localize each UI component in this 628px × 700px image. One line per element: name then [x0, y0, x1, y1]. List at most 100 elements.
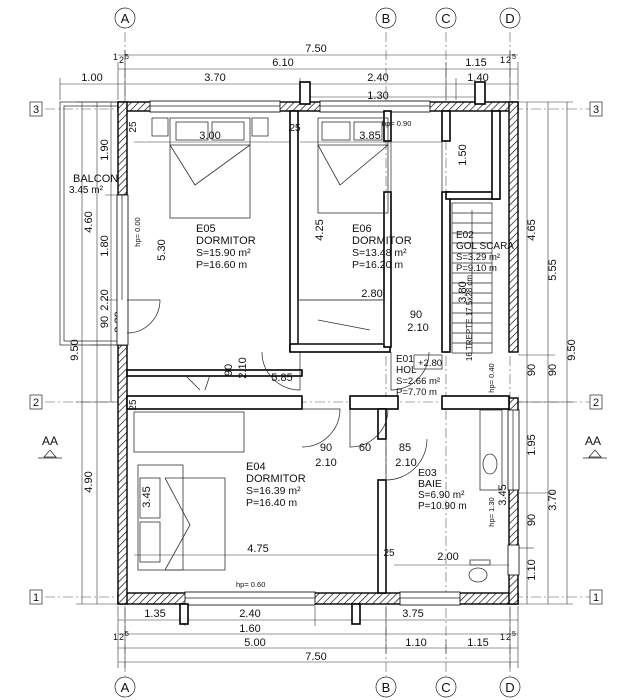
svg-text:1.10: 1.10 — [526, 559, 538, 580]
room-labels: E05 DORMITOR S=15.90 m² P=16.60 m E06 DO… — [196, 223, 514, 512]
axis-marker-c-top: C — [435, 7, 457, 29]
svg-text:hp= 0.00: hp= 0.00 — [133, 217, 142, 246]
svg-text:2.40: 2.40 — [367, 72, 388, 84]
svg-text:2.10: 2.10 — [407, 322, 428, 334]
svg-text:1.00: 1.00 — [81, 72, 102, 84]
svg-text:E06: E06 — [352, 223, 372, 235]
svg-text:25: 25 — [128, 121, 139, 133]
svg-text:3.75: 3.75 — [402, 608, 423, 620]
room-e05: E05 DORMITOR S=15.90 m² P=16.60 m — [196, 223, 256, 271]
axis-marker-3-left: 3 — [29, 101, 43, 117]
svg-text:90: 90 — [526, 514, 538, 526]
svg-text:hp= 1.30: hp= 1.30 — [487, 497, 496, 526]
dimensions-top: 7.50 6.10 1.15 1.00 3.70 2.40 1.40 1.30 … — [59, 43, 519, 102]
svg-text:GOL SCARA: GOL SCARA — [456, 241, 514, 252]
svg-text:S=16.39 m²: S=16.39 m² — [246, 485, 301, 497]
svg-text:2: 2 — [119, 632, 124, 642]
svg-text:E03: E03 — [418, 467, 437, 479]
axis-marker-c-bottom: C — [435, 676, 457, 698]
axis-marker-b-top: B — [375, 7, 397, 29]
svg-text:E02: E02 — [456, 230, 474, 241]
svg-text:2.10: 2.10 — [315, 457, 336, 469]
axis-marker-d-bottom: D — [499, 676, 521, 698]
svg-text:P=9.10 m: P=9.10 m — [456, 263, 497, 274]
svg-text:25: 25 — [128, 399, 139, 411]
svg-text:2.10: 2.10 — [237, 357, 249, 378]
svg-text:1: 1 — [113, 632, 118, 642]
svg-text:P=7.70 m: P=7.70 m — [396, 387, 437, 398]
svg-text:2.10: 2.10 — [395, 457, 416, 469]
svg-text:AA: AA — [42, 434, 58, 448]
svg-text:5.85: 5.85 — [271, 372, 292, 384]
svg-text:S=15.90 m²: S=15.90 m² — [196, 247, 251, 259]
interior-dimensions: 3.00 3.85 5.30 4.25 2.80 1.50 3.80 90 2.… — [128, 121, 509, 566]
dimensions-right: 9.50 5.55 3.70 4.65 90 1.95 90 1.10 90 3… — [497, 101, 578, 605]
svg-text:2.20: 2.20 — [99, 289, 111, 310]
axis-marker-2-right: 2 — [589, 394, 603, 410]
svg-text:5.55: 5.55 — [547, 259, 559, 280]
furniture — [133, 117, 503, 583]
stairs: 16 TREPTE 17.5x28 cm — [451, 202, 493, 361]
svg-text:1: 1 — [593, 592, 599, 604]
svg-text:5: 5 — [512, 54, 516, 61]
svg-text:E05: E05 — [196, 223, 216, 235]
svg-text:85: 85 — [399, 442, 411, 454]
svg-text:6.10: 6.10 — [272, 57, 293, 69]
svg-text:60: 60 — [359, 442, 371, 454]
svg-text:3.45 m²: 3.45 m² — [69, 185, 104, 196]
svg-text:P=16.40 m: P=16.40 m — [246, 497, 297, 509]
svg-text:1: 1 — [33, 592, 39, 604]
svg-text:1.15: 1.15 — [467, 637, 488, 649]
svg-text:DORMITOR: DORMITOR — [352, 235, 412, 247]
svg-text:C: C — [441, 11, 450, 26]
svg-text:2.00: 2.00 — [437, 551, 458, 563]
svg-text:4.25: 4.25 — [314, 219, 326, 240]
svg-text:+2.80: +2.80 — [418, 358, 442, 369]
svg-text:1.15: 1.15 — [465, 57, 486, 69]
room-e02: E02 GOL SCARA S=3.29 m² P=9.10 m — [456, 230, 514, 274]
axis-marker-3-right: 3 — [589, 101, 603, 117]
interior-walls — [126, 110, 510, 594]
svg-text:3.70: 3.70 — [204, 72, 225, 84]
svg-text:4.90: 4.90 — [83, 471, 95, 492]
svg-text:3.80: 3.80 — [457, 281, 469, 302]
svg-text:90: 90 — [526, 364, 538, 376]
svg-text:1: 1 — [113, 52, 118, 62]
svg-text:1.50: 1.50 — [457, 144, 469, 165]
svg-text:3.70: 3.70 — [547, 489, 559, 510]
svg-text:7.50: 7.50 — [305, 651, 326, 663]
svg-text:2.40: 2.40 — [239, 608, 260, 620]
svg-text:5.30: 5.30 — [156, 239, 168, 260]
svg-text:hp= 0.40: hp= 0.40 — [487, 363, 496, 392]
svg-text:3.00: 3.00 — [199, 130, 220, 142]
svg-text:S=2.66 m²: S=2.66 m² — [396, 376, 440, 387]
svg-text:5: 5 — [125, 54, 129, 61]
axis-markers: A B C D A B C D 3 2 1 3 2 1 — [29, 7, 603, 698]
balcony: BALCON 3.45 m² — [59, 101, 126, 346]
svg-text:D: D — [505, 680, 514, 695]
svg-text:2: 2 — [506, 55, 511, 65]
svg-text:1.10: 1.10 — [405, 637, 426, 649]
svg-text:S=13.48 m²: S=13.48 m² — [352, 247, 407, 259]
svg-text:A: A — [121, 680, 130, 695]
svg-text:E04: E04 — [246, 461, 266, 473]
svg-text:90: 90 — [547, 364, 559, 376]
room-e03: E03 BAIE S=6.90 m² P=10.90 m — [418, 467, 467, 512]
svg-text:P=16.20 m: P=16.20 m — [352, 259, 403, 271]
axis-marker-b-bottom: B — [375, 676, 397, 698]
axis-marker-a-top: A — [114, 7, 136, 29]
svg-text:C: C — [441, 680, 450, 695]
svg-text:S=3.29 m²: S=3.29 m² — [456, 252, 500, 263]
svg-text:1.95: 1.95 — [526, 434, 538, 455]
svg-text:hp= 0.90: hp= 0.90 — [382, 119, 411, 128]
doors — [126, 141, 443, 590]
svg-text:3.45: 3.45 — [497, 484, 509, 505]
svg-text:D: D — [505, 11, 514, 26]
axis-marker-1-right: 1 — [589, 589, 603, 605]
svg-text:90: 90 — [223, 364, 235, 376]
svg-text:2: 2 — [33, 397, 39, 409]
svg-text:90: 90 — [410, 309, 422, 321]
svg-text:S=6.90 m²: S=6.90 m² — [418, 490, 465, 501]
svg-text:DORMITOR: DORMITOR — [246, 473, 306, 485]
